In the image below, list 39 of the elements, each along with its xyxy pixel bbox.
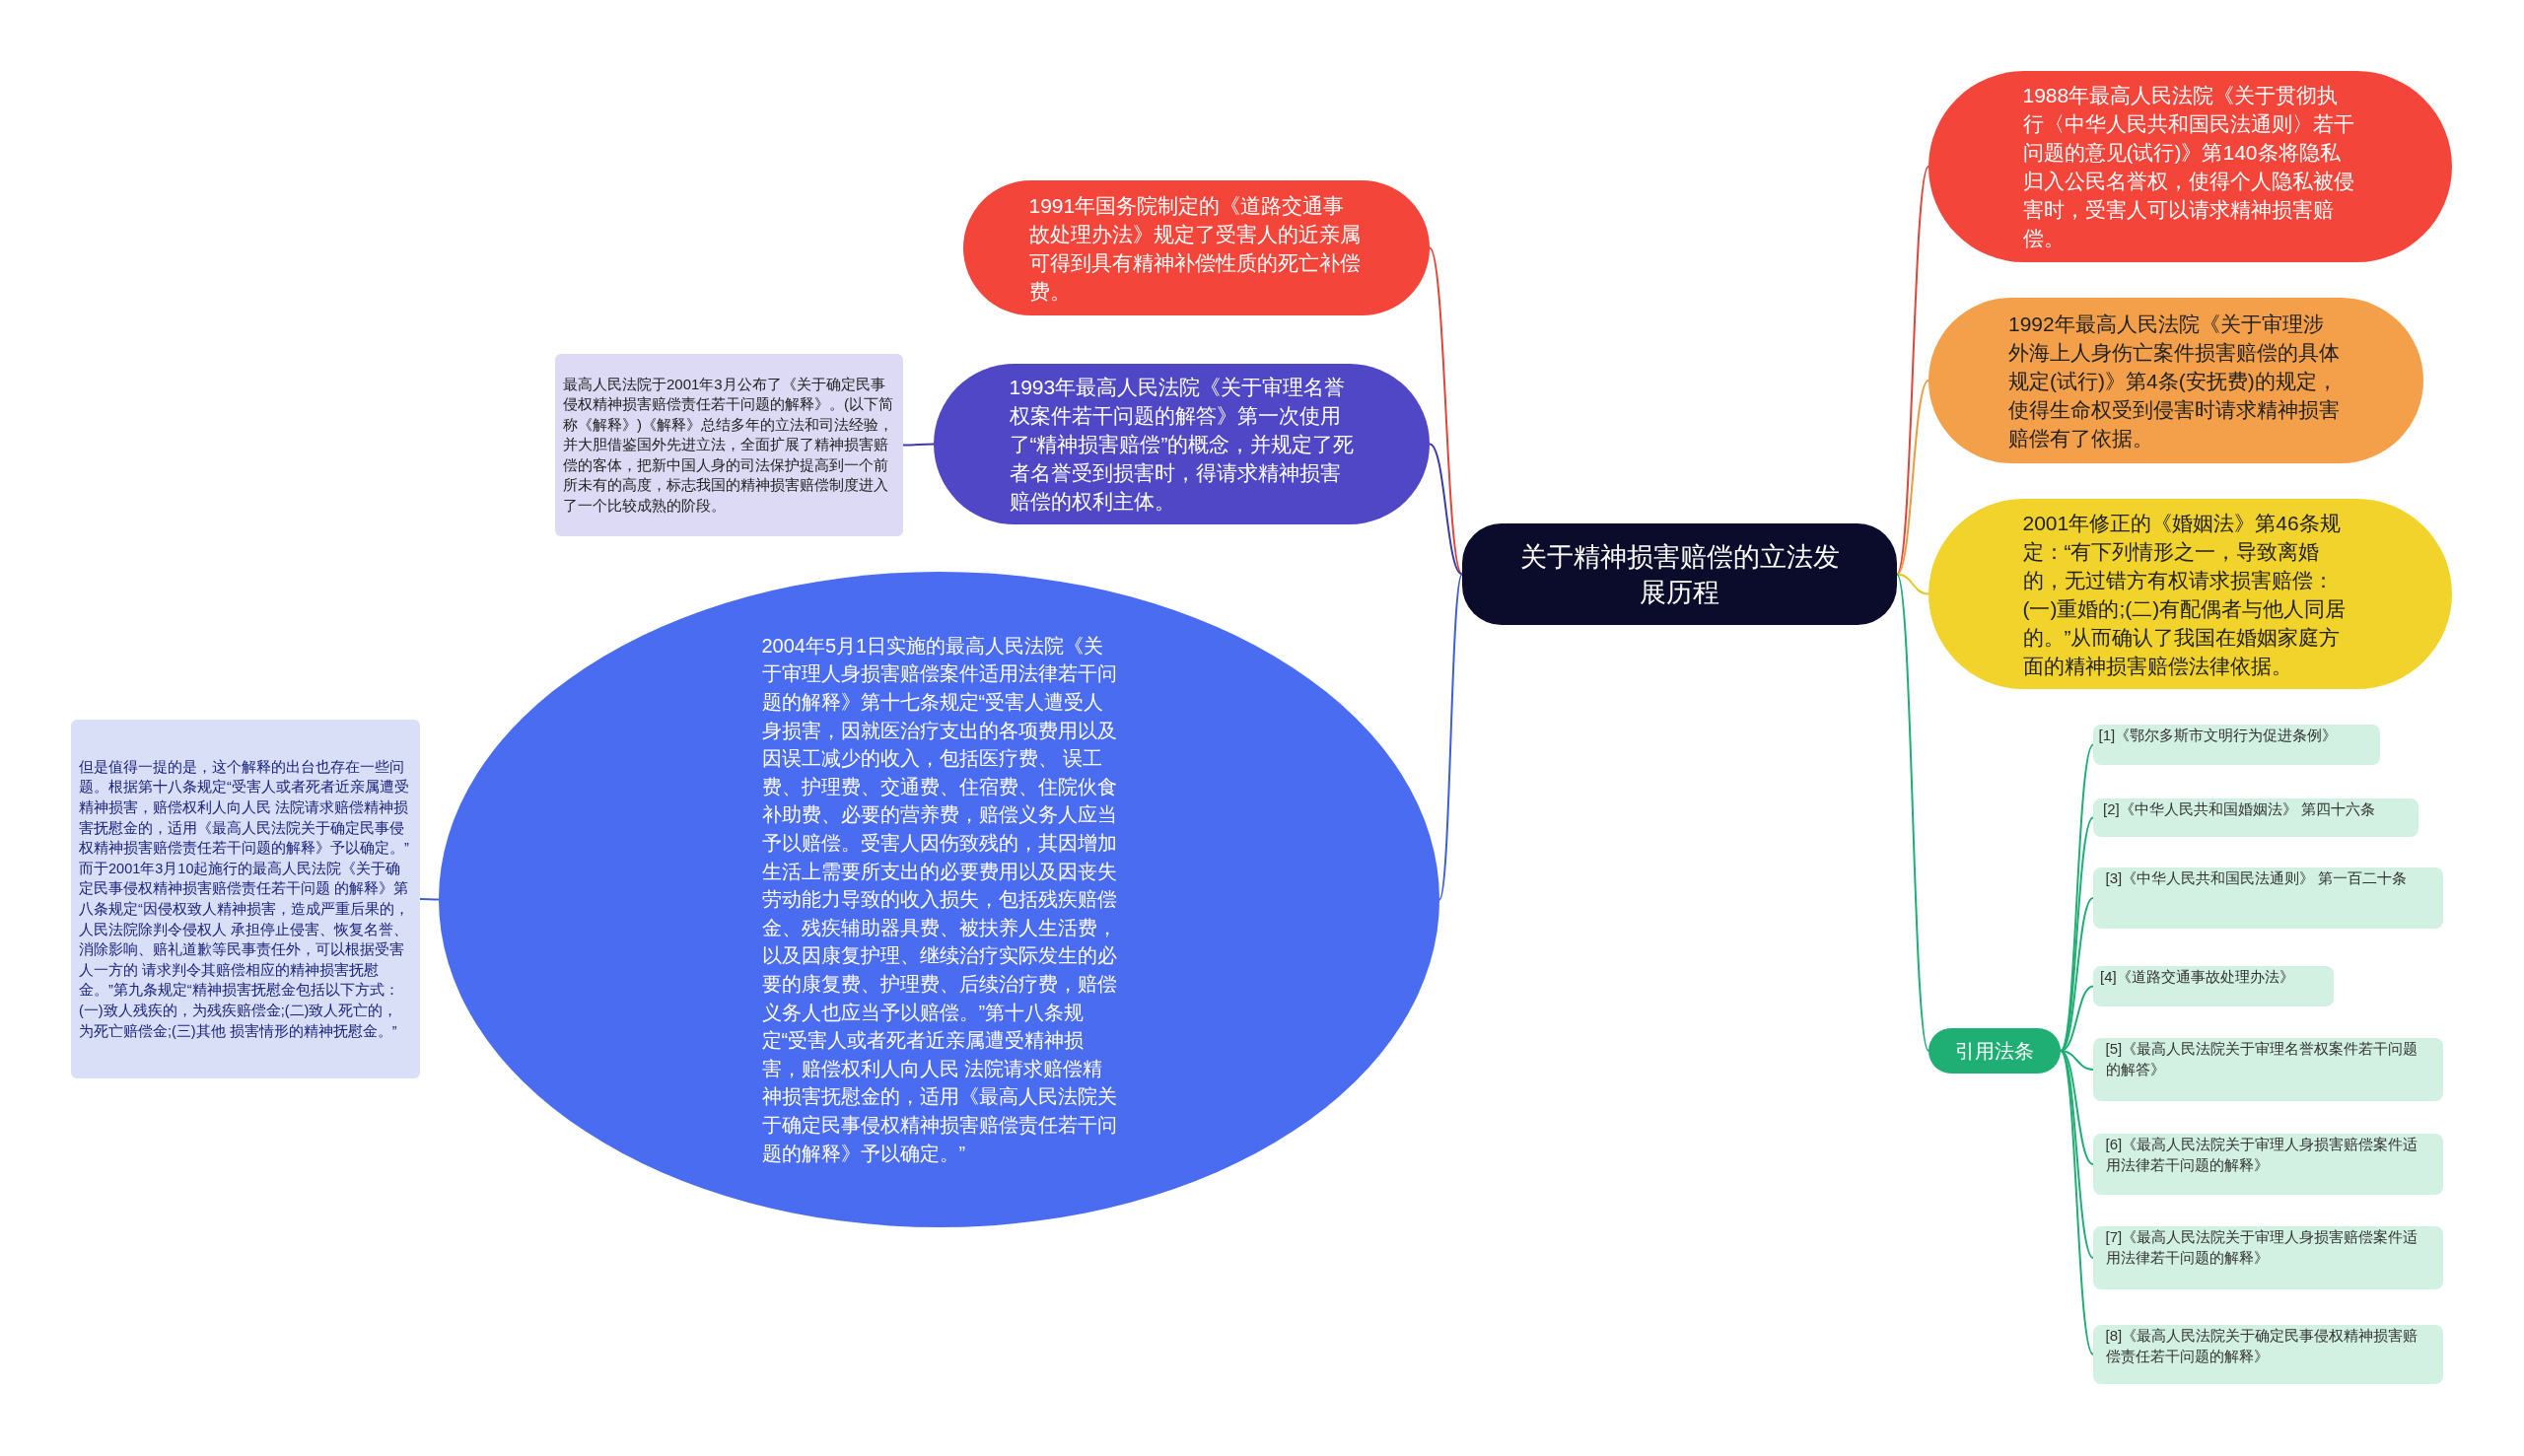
reference-card: [2093, 966, 2334, 1006]
reference-card: [2093, 725, 2380, 765]
node-text: 2001年修正的《婚姻法》第46条规定：“有下列情形之一，导致离婚的，无过错方有权请求损害赔偿：(一)重婚的;(二)有配偶者与他人同居的。”从而确认了我国在婚姻家庭方面的精神损害赔偿法律依据。: [2022, 510, 2348, 679]
node-text: [2]《中华人民共和国婚姻法》 第四十六条: [2103, 799, 2376, 819]
node-text: 引用法条: [1954, 1039, 2035, 1064]
node-text: [5]《最高人民法院关于审理名誉权案件若干问题的解答》: [2105, 1039, 2419, 1079]
node-text: 但是值得一提的是，这个解释的出台也存在一些问题。根据第十八条规定“受害人或者死者近亲属遭受精神损害，赔偿权利人向人民 法院请求赔偿精神损害抚慰金的，适用《最高人民法院关于确定民事侵权精神损害赔偿责任若干问题的解释》予以确定。” 而于2001年3月10起施行的最高人民法院《关于确定民事侵权精神损害赔偿责任若干问题 的解释》第八条规定“因侵权致人精神损害，造成严重后果的，人民法院除判令侵权人 承担停止侵害、恢复名誉、消除影响、赔礼道歉等民事责任外，可以根据受害人一方的 请求判令其赔偿相应的精神损害抚慰金。”第九条规定“精神损害抚慰金包括以下方式：(一)致人残疾的，为残疾赔偿金;(二)致人死亡的，为死亡赔偿金;(三)其他 损害情形的精神抚慰金。”: [79, 757, 410, 1041]
node-text: 2004年5月1日实施的最高人民法院《关于审理人身损害赔偿案件适用法律若干问题的解释》第十七条规定“受害人遭受人身损害，因就医治疗支出的各项费用以及因误工减少的收入，包括医疗费、 误工费、护理费、交通费、住宿费、住院伙食补助费、必要的营养费，赔偿义务人应当予以赔偿。受害人因伤致残的，其因增加生活上需要所支出的必要费用以及因丧失劳动能力导致的收入损失，包括残疾赔偿金、残疾辅助器具费、被扶养人生活费，以及因康复护理、继续治疗实际发生的必要的康复费、护理费、后续治疗费，赔偿义务人也应当予以赔偿。”第十八条规定“受害人或者死者近亲属遭受精神损害，赔偿权利人向人民 法院请求赔偿精神损害抚慰金的，适用《最高人民法院关于确定民事侵权精神损害赔偿责任若干问题的解释》予以确定。”: [761, 633, 1117, 1166]
node-text: [1]《鄂尔多斯市文明行为促进条例》: [2098, 726, 2339, 745]
node-text: [3]《中华人民共和国民法通则》 第一百二十条: [2105, 868, 2409, 888]
node-text: 1988年最高人民法院《关于贯彻执行〈中华人民共和国民法通则〉若干问题的意见(试行)》第140条将隐私归入公民名誉权，使得个人隐私被侵害时，受害人可以请求精神损害赔偿。: [2022, 83, 2355, 251]
note-card: [555, 354, 903, 536]
reference-card: [2093, 1325, 2443, 1384]
node-text: 1992年最高人民法院《关于审理涉外海上人身伤亡案件损害赔偿的具体规定(试行)》第4条(安抚费)的规定，使得生命权受到侵害时请求精神损害赔偿有了依据。: [2008, 311, 2341, 451]
node-text: [4]《道路交通事故处理办法》: [2100, 967, 2295, 987]
node-text: [6]《最高人民法院关于审理人身损害赔偿案件适用法律若干问题的解释》: [2105, 1135, 2419, 1175]
reference-card: [2093, 798, 2419, 837]
node-text: 关于精神损害赔偿的立法发展历程: [1518, 540, 1841, 609]
connector-line: [1896, 166, 1929, 576]
node-text: [8]《最高人民法院关于确定民事侵权精神损害赔偿责任若干问题的解释》: [2105, 1326, 2419, 1366]
connector-line: [1429, 246, 1463, 576]
note-card: [71, 720, 420, 1078]
connector-line: [902, 443, 935, 447]
connector-line: [1896, 573, 1929, 595]
connector-line: [1896, 573, 1929, 1052]
connector-line: [1438, 573, 1463, 901]
node-text: 最高人民法院于2001年3月公布了《关于确定民事侵权精神损害赔偿责任若干问题的解释》。(以下简称《解释》)《解释》总结多年的立法和司法经验，并大胆借鉴国外先进立法，全面扩展了精神损害赔偿的客体，把新中国人身的司法保护提高到一个前所未有的高度，标志我国的精神损害赔偿制度进入了一个比较成熟的阶段。: [563, 374, 894, 516]
reference-card: [2093, 1038, 2443, 1101]
reference-card: [2093, 1134, 2443, 1195]
reference-card: [2093, 867, 2443, 929]
connector-line: [1896, 380, 1929, 576]
connector-line: [419, 898, 440, 901]
reference-card: [2093, 1226, 2443, 1289]
branch-topic: [1928, 1028, 2061, 1074]
node-text: [7]《最高人民法院关于审理人身损害赔偿案件适用法律若干问题的解释》: [2105, 1227, 2419, 1268]
connector-line: [1429, 443, 1463, 576]
node-text: 1991年国务院制定的《道路交通事故处理办法》规定了受害人的近亲属可得到具有精神补偿性质的死亡补偿费。: [1028, 192, 1362, 305]
central-topic: [1462, 523, 1897, 625]
node-text: 1993年最高人民法院《关于审理名誉权案件若干问题的解答》第一次使用了“精神损害赔偿”的概念，并规定了死者名誉受到损害时，得请求精神损害赔偿的权利主体。: [1009, 375, 1355, 515]
